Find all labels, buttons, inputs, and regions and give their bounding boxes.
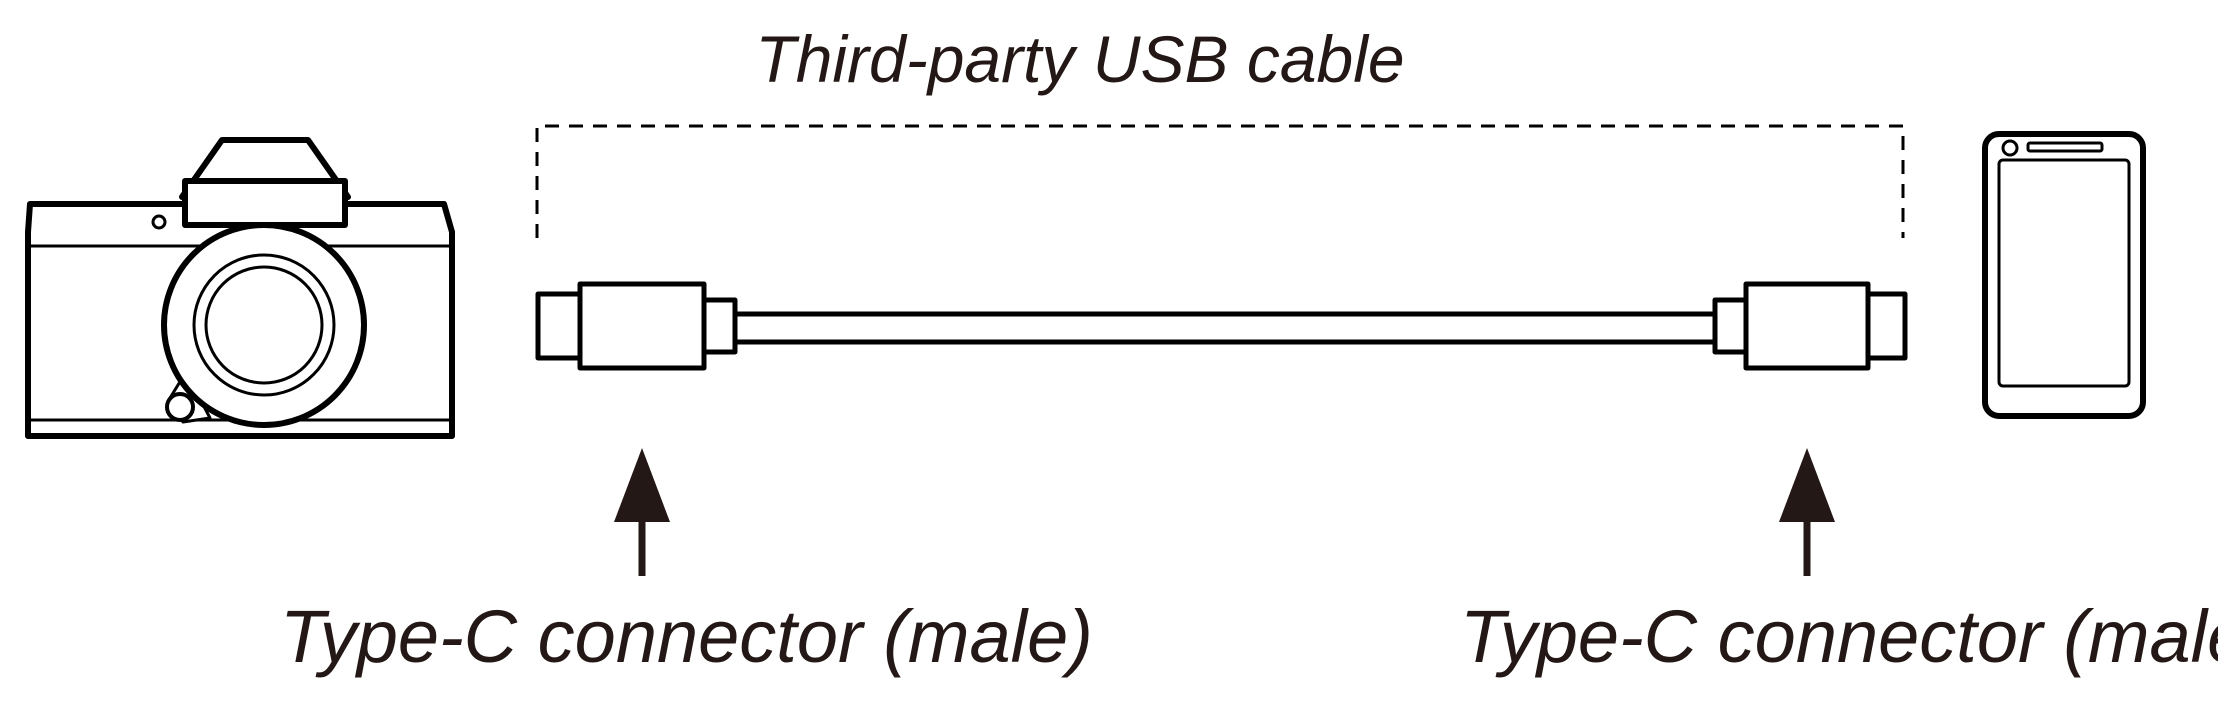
right-arrow-icon (1779, 448, 1835, 576)
smartphone-icon (1982, 131, 2146, 419)
cable-bracket (535, 124, 1905, 238)
cable-title: Third-party USB cable (755, 22, 1404, 96)
usb-cable (535, 281, 1908, 371)
right-connector-label: Type-C connector (male) (1460, 595, 2218, 678)
left-connector-body (577, 281, 707, 371)
camera-icon (25, 137, 455, 439)
right-connector-tip (1865, 291, 1908, 361)
left-strain-relief (701, 297, 738, 355)
left-connector-tip (535, 291, 583, 361)
left-arrow-icon (614, 448, 670, 576)
right-connector-body (1743, 281, 1871, 371)
cable-wire (732, 311, 1718, 345)
left-connector-label: Type-C connector (male) (280, 595, 1093, 678)
right-strain-relief (1712, 297, 1749, 355)
